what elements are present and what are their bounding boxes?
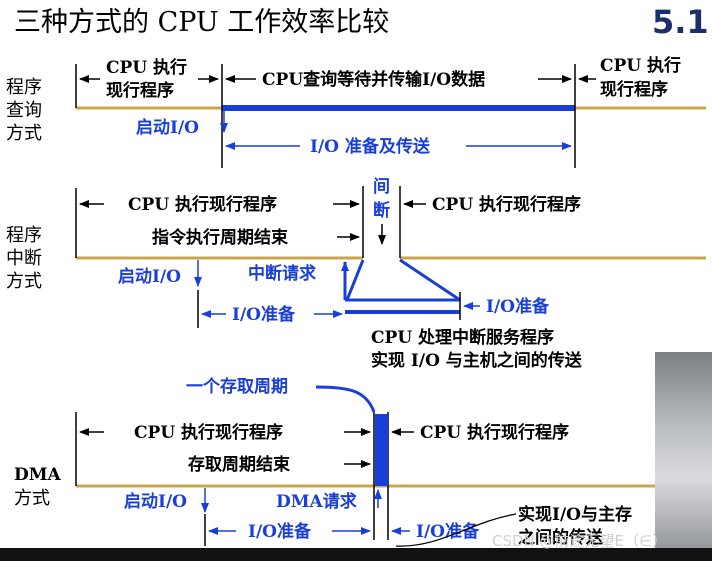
interrupt-gap-label-2: 断 [373,200,390,221]
polling-seg-left-line1: CPU 执行 [106,57,187,78]
polling-mode-label-3: 方式 [6,123,42,144]
dma-seg-right: CPU 执行现行程序 [420,422,569,443]
watermark: CSDN @前途无望E（∈） [492,532,668,550]
dma-row: DMA 方式 一个存取周期 CPU 执行现行程序 CPU 执行现行程序 存取周期… [14,376,660,548]
polling-row: 程序 查询 方式 CPU 执行 现行程序 CPU查询等待并传输I/O数据 CPU… [6,55,706,168]
interrupt-io-prep-right: I/O准备 [486,296,550,317]
dma-mode-label-1: DMA [14,465,62,485]
interrupt-return-diagonal [399,258,461,302]
interrupt-isr-diagonal [345,259,365,301]
interrupt-isr-line1: CPU 处理中断服务程序 [371,327,554,348]
polling-mode-label-2: 查询 [6,100,42,121]
dma-transfer-line1: 实现I/O与主存 [518,504,632,525]
bottom-bar [0,548,712,561]
dma-one-cycle: 一个存取周期 [186,376,288,397]
interrupt-mode-label-1: 程序 [6,225,42,246]
dma-io-prep-right: I/O准备 [416,521,480,542]
dma-transfer-leader [395,513,517,547]
dma-mode-label-2: 方式 [14,488,50,509]
interrupt-mode-label-3: 方式 [6,271,42,292]
polling-seg-mid: CPU查询等待并传输I/O数据 [262,69,485,90]
polling-mode-label-1: 程序 [6,77,42,98]
dma-access-end: 存取周期结束 [188,454,290,475]
dma-access-cycle-block [375,414,388,486]
page-title: 三种方式的 CPU 工作效率比较 [14,7,389,38]
dma-request: DMA请求 [276,491,357,512]
video-overlay [655,352,712,561]
interrupt-row: 程序 中断 方式 间 断 CPU 执行现行程序 CPU 执行现行程序 指令执行周… [6,176,706,371]
interrupt-isr-line2: 实现 I/O 与主机之间的传送 [371,350,583,371]
interrupt-mode-label-2: 中断 [6,248,42,269]
dma-seg-left: CPU 执行现行程序 [134,422,283,443]
interrupt-instr-end: 指令执行周期结束 [152,227,288,248]
section-number: 5.1 [652,3,709,41]
interrupt-request: 中断请求 [248,263,316,284]
polling-io-prep-transfer: I/O 准备及传送 [310,136,431,157]
dma-transfer-line2: 之间的传送 [518,527,604,548]
interrupt-start-io: 启动I/O [118,266,181,287]
polling-seg-left-line2: 现行程序 [106,80,174,101]
interrupt-gap-label-1: 间 [373,176,390,197]
polling-seg-right-line2: 现行程序 [600,79,668,100]
dma-one-cycle-leader [315,385,376,413]
polling-seg-right-line1: CPU 执行 [600,55,681,76]
interrupt-seg-right: CPU 执行现行程序 [432,194,581,215]
dma-start-io: 启动I/O [124,491,187,512]
polling-start-io: 启动I/O [136,117,199,138]
dma-io-prep-left: I/O准备 [248,521,312,542]
interrupt-io-prep-left: I/O准备 [232,304,296,325]
interrupt-seg-left: CPU 执行现行程序 [128,194,277,215]
